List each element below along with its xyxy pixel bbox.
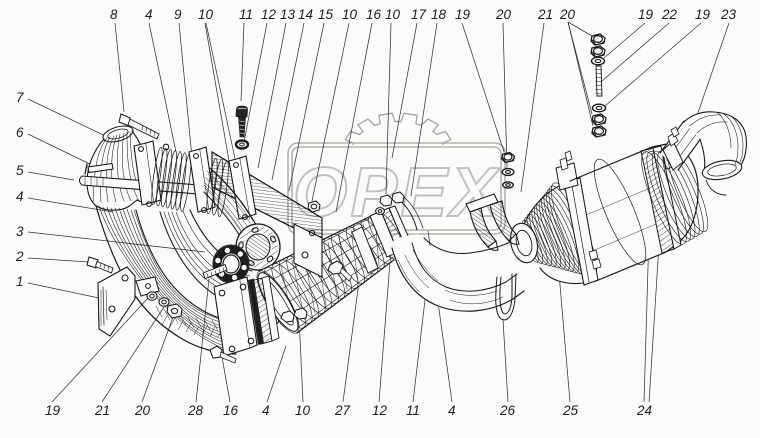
svg-text:10: 10	[342, 7, 358, 22]
svg-text:12: 12	[261, 7, 277, 22]
svg-text:19: 19	[45, 403, 61, 418]
svg-text:1: 1	[16, 274, 24, 289]
svg-text:3: 3	[16, 224, 24, 239]
svg-text:4: 4	[448, 403, 456, 418]
svg-text:6: 6	[16, 125, 24, 140]
svg-text:5: 5	[16, 163, 24, 178]
svg-text:20: 20	[495, 7, 512, 22]
svg-text:10: 10	[198, 7, 214, 22]
svg-text:27: 27	[334, 403, 351, 418]
svg-text:8: 8	[110, 7, 118, 22]
svg-text:20: 20	[559, 7, 576, 22]
svg-text:7: 7	[16, 90, 24, 105]
svg-text:10: 10	[385, 7, 401, 22]
svg-text:4: 4	[16, 189, 24, 204]
svg-text:22: 22	[661, 7, 678, 22]
svg-text:13: 13	[280, 7, 296, 22]
svg-text:16: 16	[366, 7, 382, 22]
svg-text:25: 25	[562, 403, 579, 418]
svg-text:21: 21	[537, 7, 553, 22]
svg-text:26: 26	[499, 403, 516, 418]
svg-text:20: 20	[134, 403, 151, 418]
svg-text:19: 19	[695, 7, 711, 22]
svg-text:17: 17	[411, 7, 427, 22]
svg-text:24: 24	[636, 403, 652, 418]
svg-text:19: 19	[638, 7, 654, 22]
svg-text:18: 18	[431, 7, 447, 22]
svg-text:14: 14	[298, 7, 313, 22]
svg-text:28: 28	[187, 403, 204, 418]
svg-text:2: 2	[15, 249, 24, 264]
svg-text:11: 11	[239, 7, 253, 22]
svg-text:23: 23	[720, 7, 737, 22]
svg-text:10: 10	[295, 403, 311, 418]
svg-text:19: 19	[455, 7, 471, 22]
svg-text:4: 4	[145, 7, 153, 22]
svg-text:12: 12	[372, 403, 388, 418]
svg-text:9: 9	[174, 7, 182, 22]
svg-text:15: 15	[318, 7, 334, 22]
svg-text:11: 11	[406, 403, 420, 418]
svg-text:21: 21	[94, 403, 110, 418]
svg-text:16: 16	[223, 403, 239, 418]
svg-text:4: 4	[262, 403, 270, 418]
